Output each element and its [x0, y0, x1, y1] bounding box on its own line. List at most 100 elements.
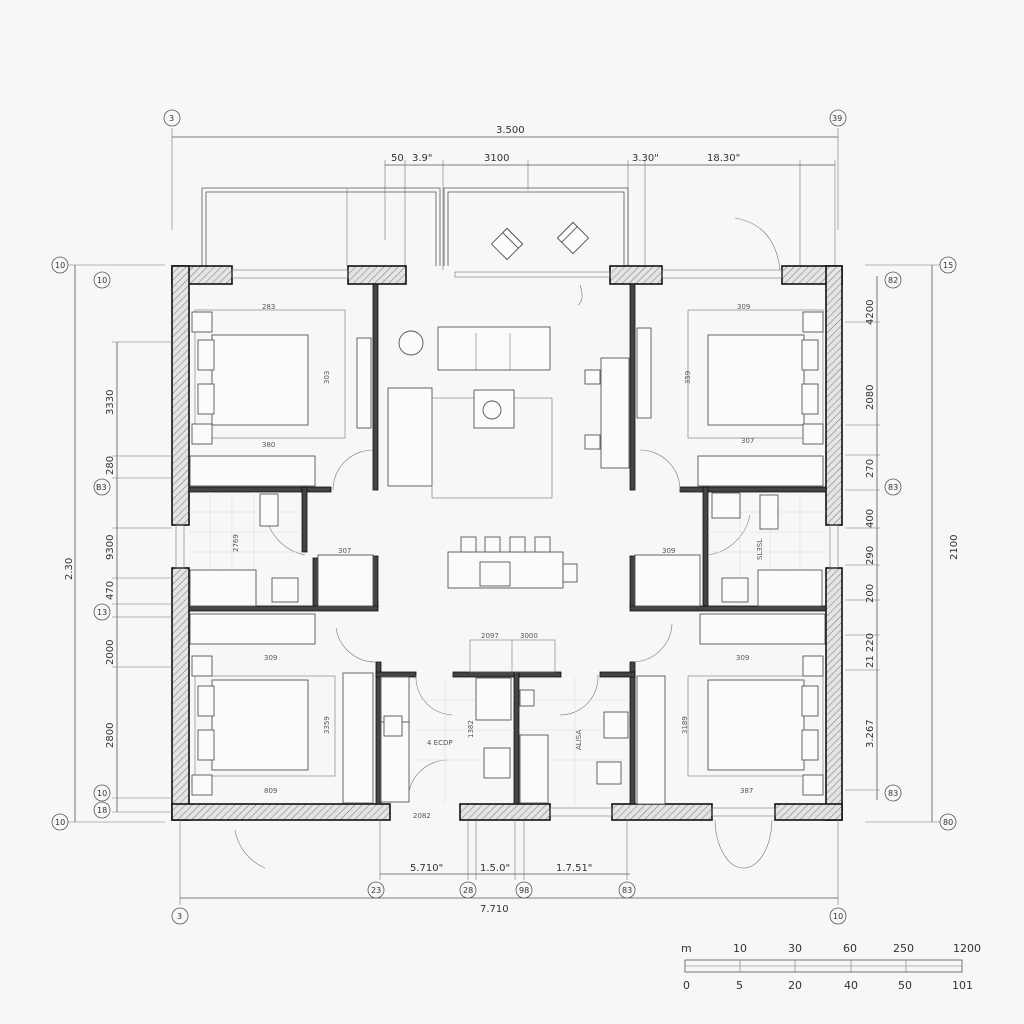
top-dim-5: 18.30" — [707, 153, 740, 164]
top-dim-2: 3.9" — [412, 153, 433, 164]
washbasin — [483, 747, 511, 779]
sofa — [387, 387, 433, 487]
left-dim: 9300 — [105, 535, 116, 560]
right-total-dimension: 2100 — [949, 535, 960, 560]
left-dimensions: 2.30 3330 280 9300 470 2000 2800 10 10 B… — [51, 256, 172, 831]
overall-width-dimension: 3.500 — [496, 125, 525, 136]
left-dim: 3330 — [105, 390, 116, 415]
wardrobe — [189, 455, 316, 487]
right-dim: 290 — [865, 546, 876, 565]
desk — [356, 337, 372, 429]
bed — [707, 334, 805, 426]
right-dim: 4200 — [865, 300, 876, 325]
left-total-dimension: 2.30 — [64, 558, 75, 580]
scale-label: 50 — [898, 979, 912, 992]
room-dimension: 380 — [262, 441, 275, 449]
lounge-chair — [556, 221, 590, 255]
scale-label: 5 — [736, 979, 743, 992]
bottom-dim: 5.710" — [410, 863, 443, 874]
scale-label: m — [681, 942, 692, 955]
bed — [707, 679, 805, 771]
grid-label: 3 — [177, 912, 182, 921]
room-label: 4 ECDP — [427, 739, 453, 747]
washbasin — [721, 577, 749, 603]
toilet — [759, 494, 779, 530]
bedroom-nw: 283 380 303 — [189, 303, 372, 487]
windows — [175, 269, 839, 817]
scale-label: 60 — [843, 942, 857, 955]
right-dim: 200 — [865, 584, 876, 603]
wardrobe — [636, 675, 666, 805]
desk — [636, 327, 652, 419]
grid-bubble — [829, 109, 847, 127]
room-dimension: 3189 — [681, 716, 689, 734]
side-table — [398, 330, 424, 356]
nightstand — [802, 311, 824, 333]
room-label: 2082 — [413, 812, 431, 820]
right-dim: 21 220 — [865, 633, 876, 668]
room-dimension: 307 — [338, 547, 351, 555]
grid-label: 13 — [97, 608, 107, 617]
stool — [584, 434, 601, 450]
right-dim: 2080 — [865, 385, 876, 410]
nightstand — [802, 774, 824, 796]
balcony — [201, 187, 781, 271]
right-dimensions: 2100 4200 2080 270 400 290 200 21 220 3.… — [845, 256, 960, 831]
bottom-dimensions: 5.710" 1.5.0" 1.7.51" 7.710 23 28 98 83 … — [171, 820, 847, 925]
left-dim: 2000 — [105, 640, 116, 665]
grid-label: 83 — [888, 789, 898, 798]
shower — [475, 677, 512, 721]
bedroom-se: 309 387 3189 — [636, 613, 826, 805]
wardrobe — [699, 613, 826, 645]
bottom-total-dimension: 7.710 — [480, 904, 509, 915]
room-dimension: 309 — [662, 547, 675, 555]
grid-label: 83 — [888, 483, 898, 492]
scale-label: 1200 — [953, 942, 981, 955]
grid-label: 15 — [943, 261, 953, 270]
toilet — [596, 761, 622, 785]
left-dim: 470 — [105, 581, 116, 600]
room-dimension: SL3SL — [756, 539, 764, 560]
closet — [317, 554, 374, 607]
nightstand — [191, 655, 213, 677]
room-dimension: 3359 — [323, 716, 331, 734]
scale-label: 30 — [788, 942, 802, 955]
scale-label: 40 — [844, 979, 858, 992]
room-dimension: 1382 — [467, 720, 475, 738]
room-dimension: 3000 — [520, 632, 538, 640]
right-dim: 270 — [865, 459, 876, 478]
bed — [211, 679, 309, 771]
grid-label: 83 — [622, 886, 632, 895]
coffee-table — [473, 389, 515, 429]
wardrobe — [697, 455, 824, 487]
nightstand — [191, 423, 213, 445]
shower — [757, 569, 823, 607]
grid-label: 82 — [888, 276, 898, 285]
bottom-dim: 1.7.51" — [556, 863, 592, 874]
top-dim-1: 50 — [391, 153, 404, 164]
room-dimension: 309 — [737, 303, 750, 311]
room-dimension: 2097 — [481, 632, 499, 640]
scale-label: 0 — [683, 979, 690, 992]
bedroom-sw: 309 809 3359 — [189, 613, 374, 804]
left-dim: 280 — [105, 456, 116, 475]
room-dimension: 387 — [740, 787, 753, 795]
grid-label: 10 — [833, 912, 843, 921]
grid-label: 10 — [97, 789, 107, 798]
wardrobe — [342, 672, 374, 804]
scale-label: 20 — [788, 979, 802, 992]
wardrobe — [189, 613, 316, 645]
room-dimension: 809 — [264, 787, 277, 795]
grid-label: 23 — [371, 886, 381, 895]
washbasin — [711, 492, 741, 519]
grid-label: 80 — [943, 818, 953, 827]
living-room — [387, 326, 630, 589]
room-dimension: 283 — [262, 303, 275, 311]
grid-bubbles-left: 10 10 B3 13 10 18 10 — [51, 256, 111, 831]
nightstand — [802, 655, 824, 677]
interior-walls — [188, 283, 827, 805]
washbasin — [271, 577, 299, 603]
room-dimension: 309 — [264, 654, 277, 662]
sofa — [437, 326, 551, 371]
